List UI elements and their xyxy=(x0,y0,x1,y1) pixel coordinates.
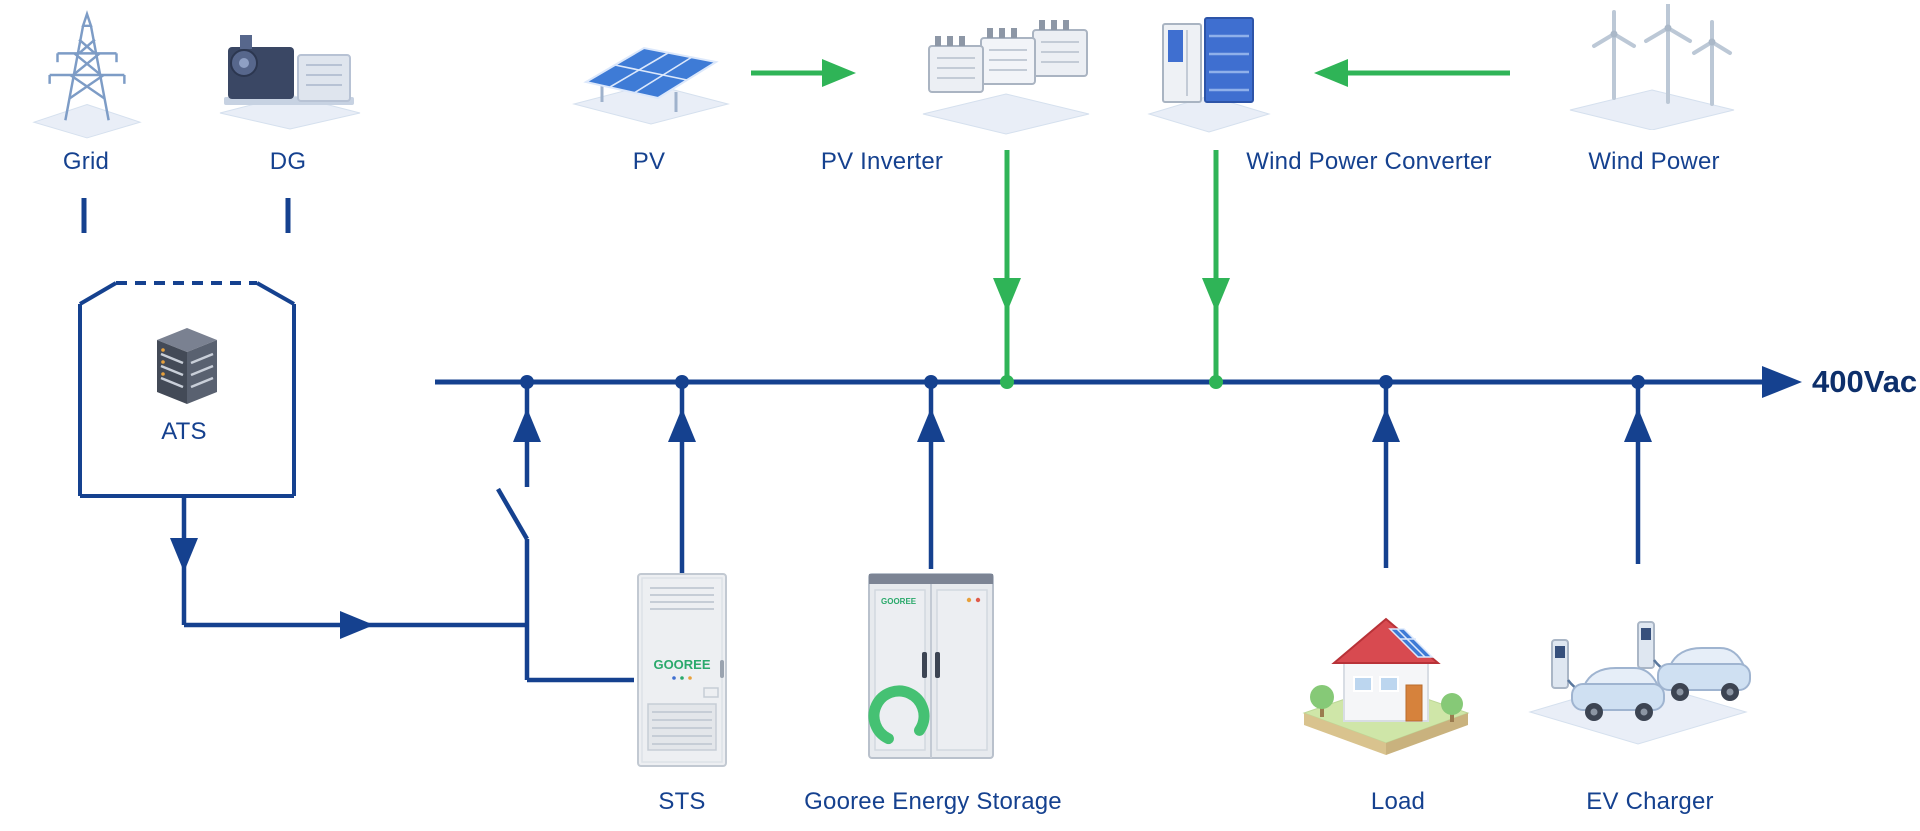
switch-up-arrow xyxy=(513,408,541,442)
ev-charger-label: EV Charger xyxy=(1586,788,1714,815)
wind-power-icon xyxy=(1562,4,1742,130)
bus-line xyxy=(435,366,1802,398)
device-up-arrows xyxy=(668,408,1652,442)
sts-brand-text: GOOREE xyxy=(653,657,710,672)
pv-inverter-label: PV Inverter xyxy=(820,148,944,175)
ats-down-arrow xyxy=(170,538,198,572)
inverter-to-bus-arrow xyxy=(993,278,1021,312)
bus-junction-dots xyxy=(520,375,1645,389)
ats-switch-box xyxy=(78,281,296,498)
grid-icon xyxy=(28,8,146,140)
wind-converter-icon xyxy=(1143,8,1275,136)
converter-to-bus-arrow xyxy=(1202,278,1230,312)
bus-arrow xyxy=(1762,366,1802,398)
grid-dg-stubs xyxy=(81,198,291,233)
switch-branch xyxy=(496,382,634,683)
ats-output-path xyxy=(181,496,527,628)
pv-label: PV xyxy=(632,148,666,175)
diesel-generator-icon xyxy=(210,10,370,132)
green-flows xyxy=(751,70,1510,382)
wind-power-converter-label: Wind Power Converter xyxy=(1246,148,1492,175)
ats-label: ATS xyxy=(161,418,207,445)
dg-label: DG xyxy=(269,148,307,175)
bus-voltage-label: 400Vac xyxy=(1812,364,1918,399)
pv-to-inverter-arrow xyxy=(822,59,856,87)
energy-storage-label: Gooree Energy Storage xyxy=(804,788,1062,815)
ev-charger-icon xyxy=(1518,562,1758,758)
wind-to-converter-arrow xyxy=(1314,59,1348,87)
green-flow-arrows xyxy=(822,59,1348,312)
load-label: Load xyxy=(1370,788,1426,815)
load-house-icon xyxy=(1288,565,1484,761)
ats-server-icon xyxy=(145,322,225,414)
sts-cabinet-icon: GOOREE xyxy=(632,572,732,770)
ats-right-arrow xyxy=(340,611,374,639)
sts-label: STS xyxy=(658,788,706,815)
pv-panels-icon xyxy=(566,20,736,125)
device-branches xyxy=(679,382,1641,573)
energy-storage-cabinet-icon: GOOREE xyxy=(865,568,997,764)
grid-label: Grid xyxy=(62,148,110,175)
wind-power-label: Wind Power xyxy=(1588,148,1720,175)
pv-inverter-icon xyxy=(915,10,1097,136)
storage-brand-text: GOOREE xyxy=(881,597,917,606)
